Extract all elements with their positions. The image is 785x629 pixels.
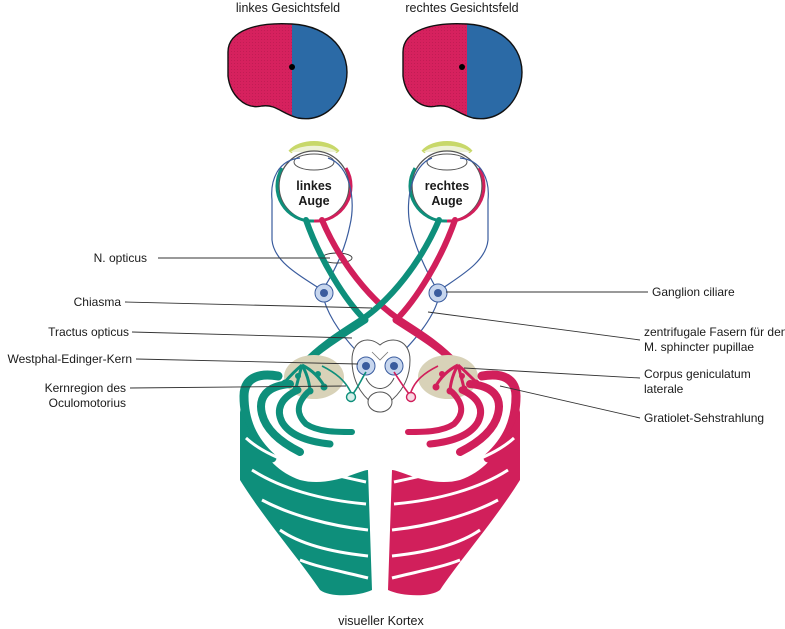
label-westphal-edinger-kern: Westphal-Edinger-Kern xyxy=(7,352,132,366)
label-chiasma: Chiasma xyxy=(74,295,122,309)
label-corpus-line1: Corpus geniculatum xyxy=(644,367,751,381)
left-field-fixation-point xyxy=(289,64,295,70)
label-kernregion-line2: Oculomotorius xyxy=(49,396,126,410)
visual-cortex-right xyxy=(388,410,520,596)
right-eye-label-line1: rechtes xyxy=(425,179,470,193)
label-gratiolet: Gratiolet-Sehstrahlung xyxy=(644,411,764,425)
right-field-title: rechtes Gesichtsfeld xyxy=(405,1,518,15)
left-eye: linkes Auge xyxy=(275,141,353,223)
midbrain xyxy=(351,339,411,413)
label-ganglion-ciliare: Ganglion ciliare xyxy=(652,285,735,299)
label-tractus-opticus: Tractus opticus xyxy=(48,325,129,339)
left-field-left-half xyxy=(228,23,292,119)
left-eye-temporal-fibers xyxy=(303,217,368,323)
label-kernregion-line1: Kernregion des xyxy=(45,381,126,395)
westphal-edinger-nucleus-right xyxy=(384,356,404,376)
label-visueller-kortex: visueller Kortex xyxy=(338,614,424,628)
right-field-left-half xyxy=(403,23,467,119)
ganglion-ciliare-right xyxy=(428,283,448,303)
ganglion-ciliare-left xyxy=(314,283,334,303)
visual-cortex-left xyxy=(240,410,372,596)
label-zentrifugal-line2: M. sphincter pupillae xyxy=(644,340,754,354)
right-field-fixation-point xyxy=(459,64,465,70)
westphal-edinger-nucleus-left xyxy=(356,356,376,376)
left-field-title: linkes Gesichtsfeld xyxy=(236,1,340,15)
right-eye-temporal-fibers xyxy=(393,217,458,323)
right-eye: rechtes Auge xyxy=(408,141,486,223)
pretectal-nucleus-right xyxy=(405,391,417,403)
optic-radiation-right xyxy=(405,370,521,463)
left-eye-label-line1: linkes xyxy=(296,179,331,193)
left-visual-field xyxy=(227,23,348,120)
leader-lines xyxy=(124,257,648,419)
left-eye-label-line2: Auge xyxy=(298,194,329,208)
optic-radiation-left xyxy=(239,370,355,463)
right-visual-field xyxy=(402,23,523,120)
right-eye-label-line2: Auge xyxy=(431,194,462,208)
label-n-opticus: N. opticus xyxy=(94,251,147,265)
label-zentrifugal-line1: zentrifugale Fasern für den xyxy=(644,325,785,339)
label-corpus-line2: laterale xyxy=(644,382,684,396)
pretectal-nucleus-left xyxy=(345,391,357,403)
